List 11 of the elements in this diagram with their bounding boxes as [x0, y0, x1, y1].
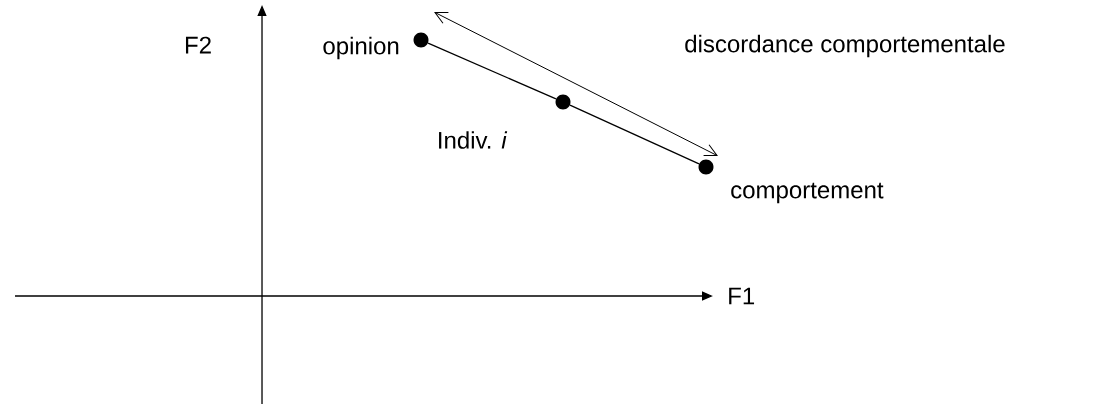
- connecting-line: [427, 42, 557, 100]
- point-label: Indiv. i: [439, 131, 508, 149]
- connecting-line: [569, 104, 700, 165]
- axis-label: F2: [186, 36, 211, 54]
- annotation: discordance comportementale: [685, 34, 1005, 58]
- axis-label: F1: [729, 287, 755, 305]
- point-label: comportement: [731, 182, 884, 204]
- data-point: [413, 32, 429, 48]
- data-point: [555, 94, 571, 110]
- data-point: [698, 159, 714, 175]
- point-label: opinion: [323, 36, 399, 60]
